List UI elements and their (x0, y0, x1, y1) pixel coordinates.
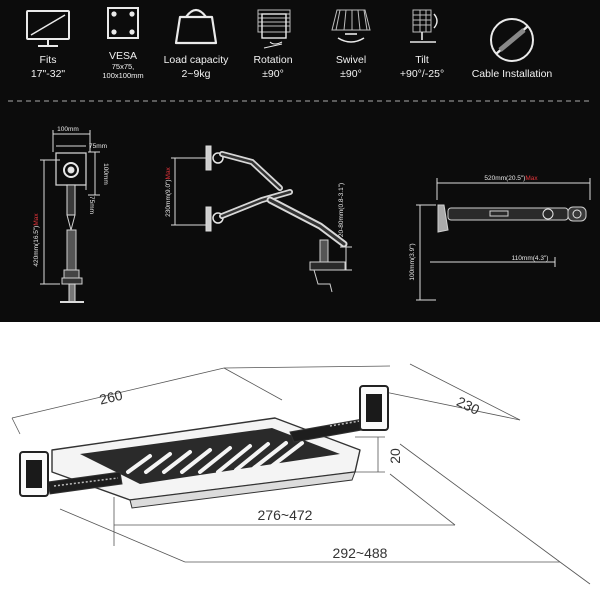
top-reach: 520mm(20.5")Max (484, 175, 538, 182)
tray-end-bracket-right (359, 385, 389, 431)
spec-load-value: 2~9kg (182, 68, 211, 80)
spec-vesa-value: 75x75, (112, 62, 135, 71)
tray-dimension-lines (11, 363, 591, 585)
arm-spec-panel: Fits 17"-32" VESA 75x75, 100x100mm Load … (0, 0, 600, 322)
weight-icon (174, 8, 218, 45)
spec-swivel-title: Swivel (336, 54, 366, 66)
front-view-drawing (40, 130, 100, 303)
side-lift-height: 230mm(9.0")Max (165, 166, 172, 216)
spec-fits-title: Fits (40, 54, 57, 66)
spec-swivel-value: ±90° (340, 68, 362, 80)
vesa-icon (107, 7, 139, 39)
spec-rotation-value: ±90° (262, 68, 284, 80)
tray-dimension-graphic: 260 230 20 276~472 292~488 (11, 363, 591, 585)
top-depth: 110mm(4.3") (512, 255, 549, 262)
tray-height-label: 20 (387, 448, 403, 464)
front-vesa-width: 75mm (89, 143, 107, 150)
spec-tilt-title: Tilt (415, 54, 429, 66)
spec-fits-value: 17"-32" (31, 68, 66, 80)
side-view-drawing (171, 145, 352, 293)
cable-icon (490, 18, 534, 62)
spec-rotation-title: Rotation (253, 54, 292, 66)
tray-width-label: 260 (98, 387, 125, 408)
tray-range-outer-label: 292~488 (333, 545, 388, 561)
spec-vesa-value-2: 100x100mm (102, 71, 143, 80)
spec-cable-title: Cable Installation (472, 68, 553, 80)
tray-depth-label: 230 (454, 393, 482, 418)
tilt-icon (410, 9, 438, 43)
top-height: 100mm(3.9") (409, 243, 416, 280)
arm-spec-graphic: Fits 17"-32" VESA 75x75, 100x100mm Load … (8, 7, 592, 303)
front-height-100: 100mm (102, 163, 109, 185)
swivel-icon (331, 9, 371, 43)
monitor-icon (26, 10, 70, 47)
rotation-icon (257, 9, 291, 49)
front-height-75: 75mm (88, 196, 95, 214)
tray-range-inner-label: 276~472 (258, 507, 313, 523)
front-max-height: 420mm(16.5")Max (33, 213, 40, 267)
tray-dimension-panel: 260 230 20 276~472 292~488 (0, 322, 600, 600)
laptop-tray (51, 417, 361, 509)
spec-load-title: Load capacity (164, 54, 230, 66)
side-clamp-range: 20-80mm(0.8-3.1") (338, 183, 345, 237)
spec-tilt-value: +90°/-25° (400, 68, 444, 80)
spec-vesa-title: VESA (109, 50, 137, 62)
tray-end-bracket-left (19, 451, 49, 497)
top-view-drawing (416, 178, 591, 301)
front-width-top: 100mm (57, 126, 79, 133)
